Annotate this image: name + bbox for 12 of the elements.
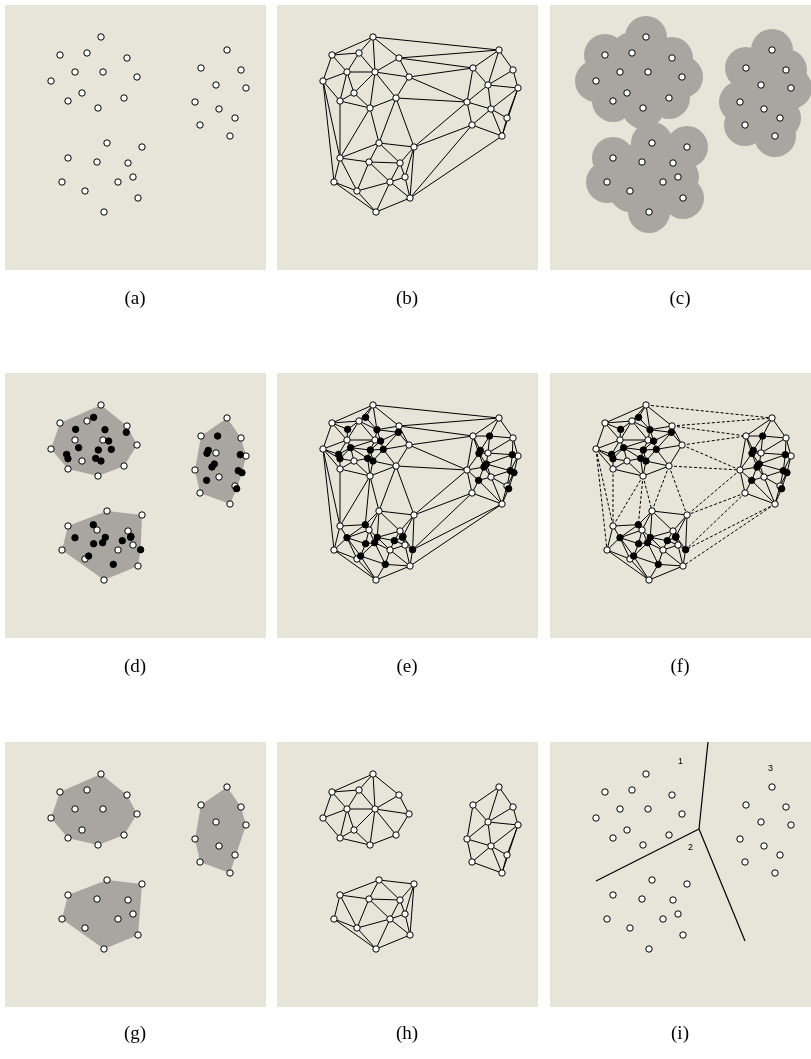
- panel-label: (b): [395, 287, 419, 309]
- region-number: 2: [688, 842, 693, 852]
- panel-label: (e): [396, 655, 418, 677]
- panel-label: (f): [670, 655, 690, 677]
- panel-label: (i): [671, 1022, 689, 1044]
- panel-label: (c): [669, 287, 691, 309]
- panel-label: (a): [124, 287, 146, 309]
- region-number: 3: [768, 763, 773, 773]
- panel-label: (h): [395, 1022, 419, 1044]
- panel-label: (d): [123, 655, 147, 677]
- panel-label: (g): [123, 1022, 147, 1044]
- region-number: 1: [678, 756, 683, 766]
